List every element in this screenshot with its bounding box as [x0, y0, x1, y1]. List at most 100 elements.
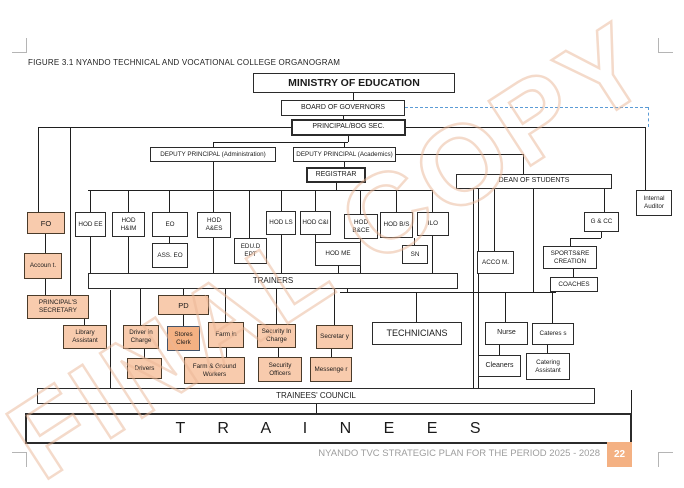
- connector: [249, 190, 251, 238]
- connector: [552, 292, 554, 323]
- node-cleaners: Cleaners: [478, 355, 521, 377]
- node-sports-recreation: SPORTS&RE CREATION: [543, 246, 597, 269]
- connector: [344, 162, 346, 167]
- node-messenger: Messenge r: [310, 357, 352, 382]
- node-secretary: Secretar y: [316, 325, 353, 349]
- connector: [276, 289, 278, 324]
- connector: [169, 237, 171, 243]
- node-deputy-principal-administration: DEPUTY PRINCIPAL (Administration): [150, 147, 276, 162]
- node-drivers: Drivers: [127, 358, 162, 379]
- connector: [432, 190, 434, 212]
- connector: [570, 238, 572, 246]
- connector: [631, 390, 633, 413]
- connector: [338, 266, 340, 273]
- connector: [225, 289, 227, 322]
- node-catering-assistant: Catering Assistant: [526, 353, 570, 380]
- node-hod-me: HOD ME: [315, 242, 361, 266]
- node-farm-ground-workers: Farm & Ground Workers: [184, 357, 245, 384]
- connector: [348, 136, 350, 142]
- node-hod-aes: HOD A&ES: [197, 212, 231, 238]
- node-caterers: Cateres s: [532, 323, 574, 345]
- connector: [84, 319, 86, 325]
- connector: [396, 190, 398, 212]
- node-hod-bce: HOD B&CE: [344, 214, 378, 239]
- node-stores-clerk: Stores Clerk: [167, 326, 200, 351]
- connector: [494, 189, 496, 251]
- connector: [144, 349, 146, 358]
- node-sn: SN: [402, 245, 428, 264]
- node-eo: EO: [152, 212, 188, 237]
- connector: [414, 238, 416, 245]
- connector: [45, 234, 47, 253]
- node-trainees-bar: T R A I N E E S: [25, 413, 632, 444]
- node-fo: FO: [27, 212, 65, 234]
- connector: [213, 190, 215, 212]
- node-g-cc: G & CC: [584, 212, 619, 232]
- connector: [316, 404, 318, 413]
- node-trainers-bar: TRAINERS: [88, 273, 458, 289]
- connector: [110, 290, 112, 388]
- connector: [406, 127, 645, 129]
- node-board-of-governors: BOARD OF GOVERNORS: [281, 100, 405, 116]
- connector: [140, 289, 142, 325]
- connector: [278, 348, 280, 357]
- connector: [340, 292, 556, 294]
- connector: [128, 237, 130, 273]
- dashed-connector: [405, 107, 648, 108]
- node-hod-ci: HOD C&I: [300, 211, 331, 235]
- connector: [601, 232, 603, 238]
- connector: [347, 289, 349, 293]
- connector: [281, 190, 283, 211]
- connector: [315, 235, 317, 242]
- connector: [334, 289, 336, 325]
- node-edu-dept: EDU.D EPT: [234, 238, 267, 264]
- node-internal-auditor: Internal Auditor: [636, 190, 672, 216]
- node-principal-bog-sec: PRINCIPAL/BOG SEC.: [291, 119, 406, 136]
- node-deputy-principal-academics: DEPUTY PRINCIPAL (Academics): [293, 147, 396, 162]
- crop-mark-top-left: [12, 38, 27, 53]
- connector: [353, 93, 355, 100]
- crop-mark-bottom-right: [658, 452, 673, 467]
- connector: [213, 162, 215, 190]
- node-nurse: Nurse: [485, 322, 528, 345]
- node-coaches: COACHES: [550, 277, 598, 292]
- node-pd: PD: [158, 295, 209, 315]
- connector: [90, 237, 92, 273]
- connector: [45, 279, 47, 295]
- connector: [213, 238, 215, 273]
- crop-mark-top-right: [658, 38, 673, 53]
- node-library-assistant: Library Assistant: [63, 325, 107, 349]
- dashed-connector: [648, 107, 649, 127]
- connector: [38, 127, 40, 212]
- node-hod-bs: HOD B/S: [380, 212, 413, 238]
- node-hod-him: HOD H&IM: [112, 212, 145, 237]
- node-trainees-council-bar: TRAINEES' COUNCIL: [37, 388, 595, 404]
- node-accountant: Accoun t.: [24, 253, 62, 279]
- node-ass-eo: ASS. EO: [152, 243, 188, 268]
- node-principals-secretary: PRINCIPAL'S SECRETARY: [27, 295, 89, 319]
- connector: [573, 269, 575, 277]
- connector: [533, 189, 535, 292]
- node-hod-ee: HOD EE: [75, 212, 106, 237]
- connector: [183, 289, 185, 295]
- connector: [213, 142, 348, 144]
- figure-title: FIGURE 3.1 NYANDO TECHNICAL AND VOCATION…: [28, 58, 341, 67]
- connector: [90, 190, 92, 212]
- connector: [432, 236, 434, 273]
- node-ministry-of-education: MINISTRY OF EDUCATION: [253, 73, 455, 93]
- connector: [213, 142, 215, 147]
- connector: [336, 183, 338, 190]
- connector: [416, 292, 418, 322]
- node-technicians: TECHNICIANS: [372, 322, 462, 345]
- connector: [38, 127, 291, 129]
- connector: [331, 349, 333, 357]
- node-driver-in-charge: Driver in Charge: [123, 325, 159, 349]
- node-ilo: ILO: [417, 212, 449, 236]
- crop-mark-bottom-left: [12, 452, 27, 467]
- connector: [226, 348, 228, 357]
- connector: [70, 127, 72, 295]
- connector: [281, 235, 283, 273]
- connector: [343, 116, 345, 120]
- connector: [499, 345, 501, 355]
